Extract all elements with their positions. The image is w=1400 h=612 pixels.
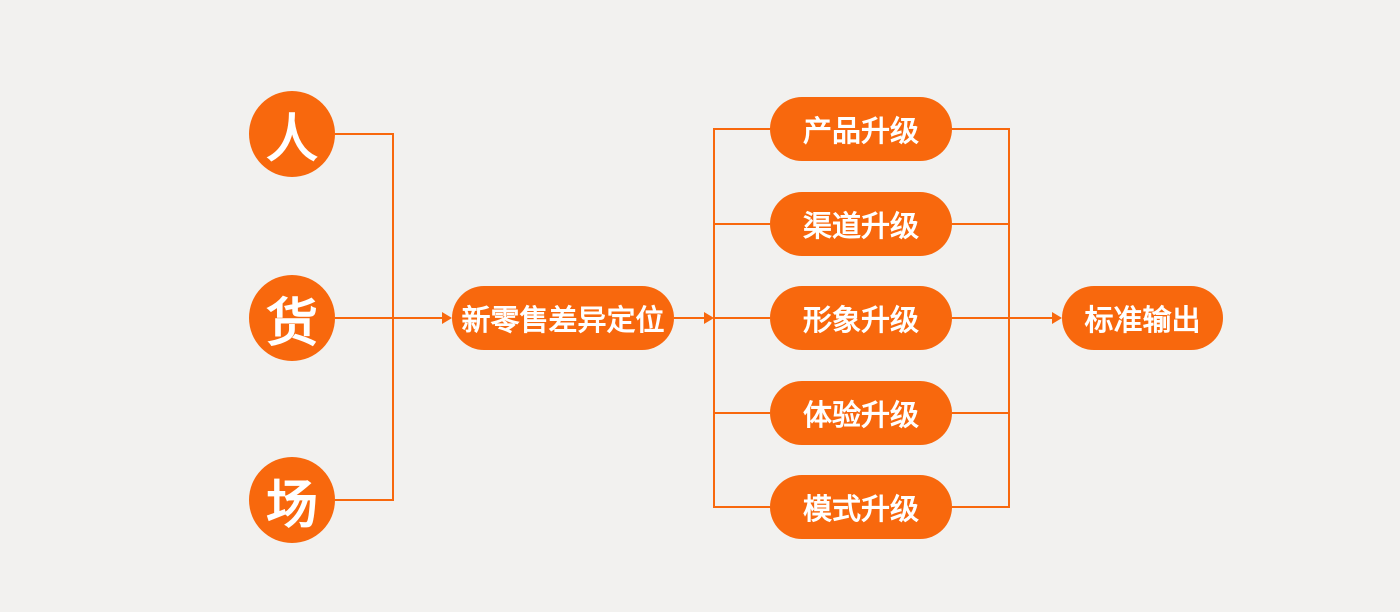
node-positioning: 新零售差异定位 (452, 286, 674, 350)
connector-model-right (952, 506, 1009, 508)
node-people: 人 (249, 91, 335, 177)
connector-product-left (714, 128, 770, 130)
node-image-upgrade-label: 形象升级 (802, 305, 919, 337)
connector-image-left (714, 317, 770, 319)
connector-product-right (952, 128, 1009, 130)
connector-model-left (714, 506, 770, 508)
node-model-upgrade: 模式升级 (770, 475, 952, 539)
node-experience-upgrade: 体验升级 (770, 381, 952, 445)
node-people-label: 人 (265, 110, 318, 169)
arrowhead-to-output (1052, 312, 1062, 324)
connector-place (335, 499, 393, 501)
connector-image-to-output (952, 317, 1052, 319)
node-product-upgrade: 产品升级 (770, 97, 952, 161)
node-channel-upgrade: 渠道升级 (770, 192, 952, 256)
connector-experience-right (952, 412, 1009, 414)
node-product-upgrade-label: 产品升级 (802, 116, 919, 148)
node-standard-output: 标准输出 (1062, 286, 1223, 350)
node-image-upgrade: 形象升级 (770, 286, 952, 350)
node-standard-output-label: 标准输出 (1084, 305, 1201, 337)
node-place: 场 (249, 457, 335, 543)
connector-channel-right (952, 223, 1009, 225)
arrowhead-to-positioning (442, 312, 452, 324)
connector-people (335, 133, 393, 135)
connector-goods-to-positioning (335, 317, 444, 319)
connector-experience-left (714, 412, 770, 414)
node-goods: 货 (249, 275, 335, 361)
node-place-label: 场 (265, 476, 318, 535)
node-positioning-label: 新零售差异定位 (461, 305, 665, 337)
connector-channel-left (714, 223, 770, 225)
node-experience-upgrade-label: 体验升级 (802, 400, 919, 432)
connector-positioning-to-upgrades (674, 317, 705, 319)
node-goods-label: 货 (265, 294, 318, 353)
node-model-upgrade-label: 模式升级 (802, 494, 919, 526)
arrowhead-to-upgrades (704, 312, 714, 324)
node-channel-upgrade-label: 渠道升级 (802, 211, 919, 243)
